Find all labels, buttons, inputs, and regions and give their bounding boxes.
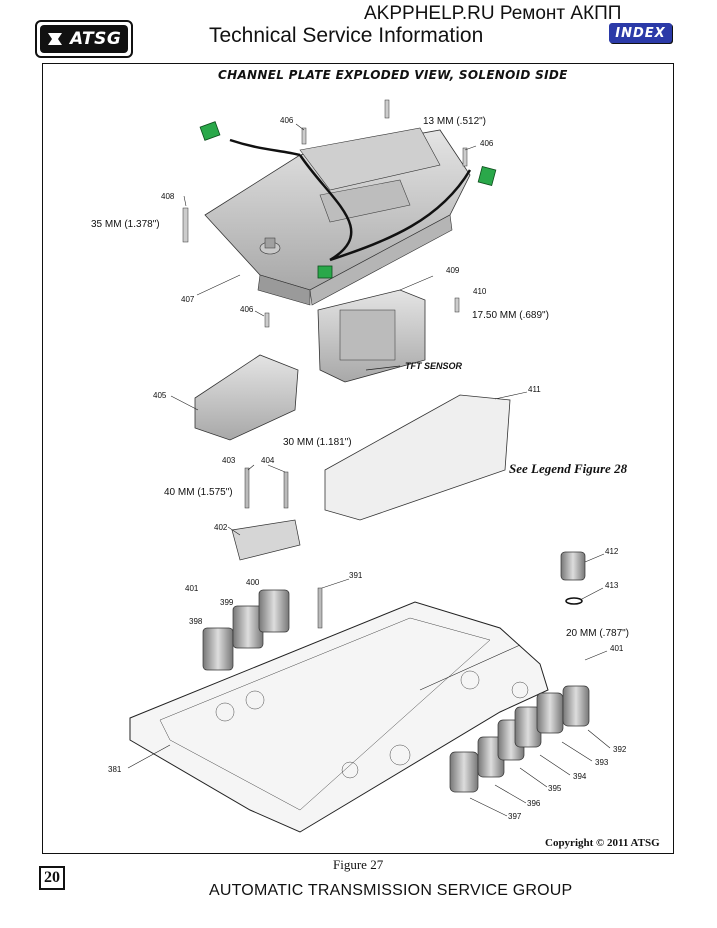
- label-408: 408: [161, 192, 175, 201]
- copyright: Copyright © 2011 ATSG: [545, 837, 660, 849]
- measure-40mm: 40 MM (1.575"): [164, 487, 233, 498]
- label-395: 395: [548, 784, 562, 793]
- label-393: 393: [595, 758, 609, 767]
- label-381: 381: [108, 765, 122, 774]
- logo-emblem-icon: [48, 33, 62, 45]
- label-410: 410: [473, 287, 487, 296]
- label-391: 391: [349, 571, 363, 580]
- part-405-cover: [194, 354, 299, 441]
- logo-text: ATSG: [70, 29, 122, 49]
- part-381-channel-plate: [129, 601, 549, 833]
- label-413: 413: [605, 581, 619, 590]
- left-solenoids: [202, 589, 290, 671]
- measure-13mm: 13 MM (.512"): [423, 116, 487, 127]
- right-solenoids: [449, 685, 590, 793]
- label-405: 405: [153, 391, 167, 400]
- atsg-logo: ATSG: [35, 20, 133, 58]
- label-406-top: 406: [280, 116, 294, 125]
- exploded-view-illustration: [127, 99, 611, 833]
- label-411: 411: [528, 385, 541, 394]
- measure-17-50mm: 17.50 MM (.689"): [472, 310, 549, 321]
- diagram-title: CHANNEL PLATE EXPLODED VIEW, SOLENOID SI…: [218, 68, 568, 82]
- tft-sensor-label: TFT SENSOR: [405, 361, 463, 371]
- label-403: 403: [222, 456, 236, 465]
- part-412-sensor: [560, 551, 586, 581]
- label-401-left: 401: [185, 584, 199, 593]
- diagram-frame: [42, 63, 674, 854]
- label-397: 397: [508, 812, 522, 821]
- upper-solenoid-assembly: [182, 99, 497, 328]
- label-394: 394: [573, 772, 587, 781]
- label-401-right: 401: [610, 644, 624, 653]
- index-button[interactable]: INDEX: [609, 23, 672, 43]
- measure-20mm: 20 MM (.787"): [566, 628, 630, 639]
- measure-35mm: 35 MM (1.378"): [91, 219, 160, 230]
- label-406-left: 406: [240, 305, 254, 314]
- label-396: 396: [527, 799, 541, 808]
- footer-text: AUTOMATIC TRANSMISSION SERVICE GROUP: [209, 882, 573, 899]
- label-409: 409: [446, 266, 460, 275]
- label-412: 412: [605, 547, 619, 556]
- label-399: 399: [220, 598, 234, 607]
- label-407: 407: [181, 295, 195, 304]
- label-406-right: 406: [480, 139, 494, 148]
- page-number: 20: [39, 866, 65, 890]
- measure-30mm: 30 MM (1.181"): [283, 437, 352, 448]
- label-402: 402: [214, 523, 228, 532]
- part-411-cover: [324, 394, 511, 521]
- tft-sensor-assembly: [317, 289, 426, 383]
- label-398: 398: [189, 617, 203, 626]
- label-392: 392: [613, 745, 627, 754]
- page-title: Technical Service Information: [209, 24, 484, 47]
- label-400: 400: [246, 578, 260, 587]
- site-banner: AKPPHELP.RU Ремонт АКПП: [364, 3, 622, 24]
- legend-reference: See Legend Figure 28: [509, 461, 628, 476]
- label-404: 404: [261, 456, 275, 465]
- figure-caption: Figure 27: [333, 857, 384, 872]
- part-402-bracket: [231, 519, 301, 561]
